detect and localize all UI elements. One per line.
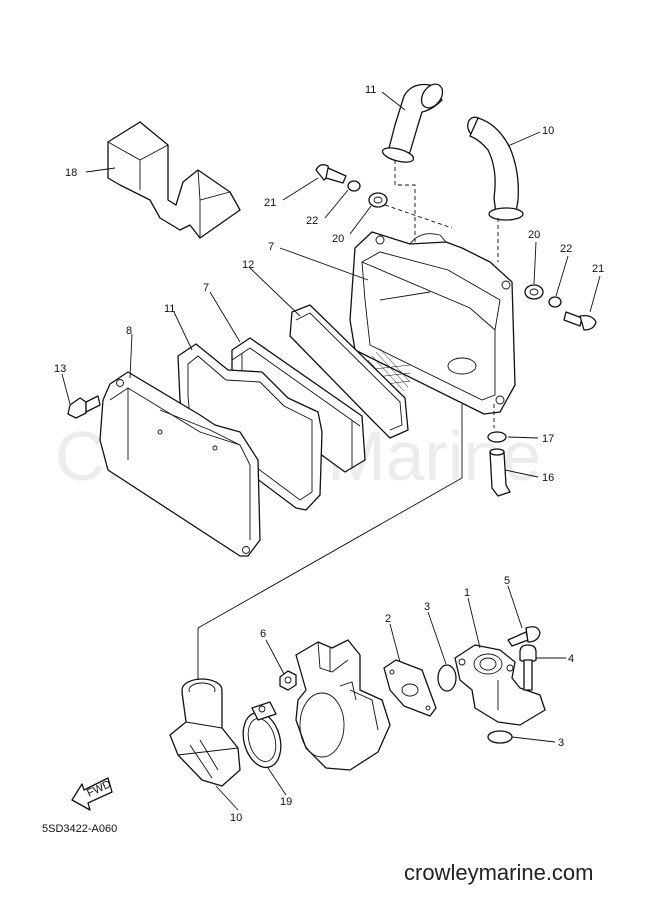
callout-16: 16 <box>542 472 554 484</box>
callout-21-right: 21 <box>592 263 604 275</box>
part-6-nut[interactable] <box>279 670 297 691</box>
part-13-breather-hose[interactable] <box>381 80 447 165</box>
part-2-gasket-plate[interactable] <box>383 659 437 717</box>
diagram-code: 5SD3422-A060 <box>42 823 117 835</box>
assembly-lines <box>197 160 499 680</box>
part-20-grommet-left[interactable] <box>368 192 388 208</box>
part-22-washer-left[interactable] <box>347 180 361 192</box>
part-19-hose-clamp[interactable] <box>237 701 286 772</box>
part-5-bolt[interactable] <box>507 626 541 647</box>
part-4-bolt[interactable] <box>519 644 537 691</box>
callout-6: 6 <box>260 628 266 640</box>
part-21-screw-right[interactable] <box>563 311 597 331</box>
callout-numbers: 11 10 18 21 22 20 20 22 21 7 12 7 11 8 1… <box>54 84 604 824</box>
part-3-oring-upper[interactable] <box>437 664 457 692</box>
part-9-case-cover[interactable] <box>99 371 261 557</box>
callout-21-left: 21 <box>264 197 276 209</box>
part-20-grommet-right[interactable] <box>524 284 544 300</box>
callout-15: 13 <box>54 363 66 375</box>
callout-1: 1 <box>464 587 470 599</box>
callout-8: 7 <box>203 282 209 294</box>
callout-2: 2 <box>385 613 391 625</box>
part-10-intake-joint[interactable] <box>169 678 241 787</box>
callout-3-upper: 3 <box>424 601 430 613</box>
part-22-washer-right[interactable] <box>548 296 562 308</box>
callout-20-right: 20 <box>528 229 540 241</box>
callout-22-right: 22 <box>560 243 572 255</box>
callout-3-lower: 3 <box>558 737 564 749</box>
callout-12: 10 <box>542 125 554 137</box>
part-21-screw-left[interactable] <box>315 164 347 184</box>
callout-9: 8 <box>126 325 132 337</box>
part-14-filter-element[interactable] <box>289 304 409 439</box>
fwd-arrow: FWD <box>71 777 113 811</box>
callout-11: 11 <box>164 303 175 315</box>
part-1-intake-manifold[interactable] <box>454 644 546 726</box>
part-3-oring-lower[interactable] <box>487 730 513 744</box>
callout-7: 7 <box>268 241 274 253</box>
footer-url[interactable]: crowleymarine.com <box>404 860 594 885</box>
callout-18: 18 <box>65 167 77 179</box>
part-12-long-hose[interactable] <box>465 115 524 221</box>
callout-17: 17 <box>542 433 554 445</box>
callout-10: 10 <box>230 812 242 824</box>
callout-4: 4 <box>568 653 574 665</box>
callout-22-left: 22 <box>306 215 318 227</box>
callout-13: 11 <box>365 84 376 96</box>
callout-20-left: 20 <box>332 233 344 245</box>
callout-5: 5 <box>504 575 510 587</box>
part-18-foam-block[interactable] <box>107 121 241 239</box>
part-16-drain-tube[interactable] <box>489 448 511 497</box>
carburetor-assembly[interactable] <box>295 639 391 771</box>
part-17-oring[interactable] <box>487 431 507 443</box>
callout-19: 19 <box>280 796 292 808</box>
callout-14: 12 <box>242 259 254 271</box>
callout-leaders <box>61 91 601 811</box>
part-15-screw[interactable] <box>67 395 101 419</box>
